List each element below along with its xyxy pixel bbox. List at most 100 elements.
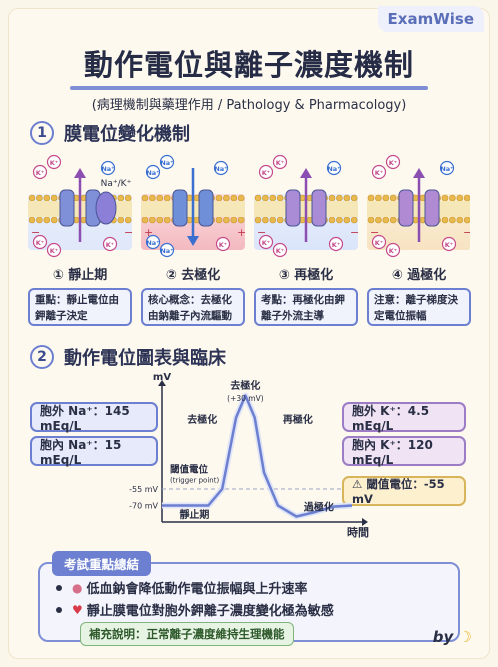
channel-left xyxy=(59,189,75,227)
action-potential-chart: mV時間-55 mV-70 mV去極化(+30 mV)去極化再極化閾值電位(tr… xyxy=(129,372,369,538)
ion-symbol: K⁺ xyxy=(36,239,44,247)
ion-symbol: K⁺ xyxy=(262,169,270,177)
k-ion-icon xyxy=(371,234,387,250)
lipid-head xyxy=(230,216,238,224)
by-text: by xyxy=(432,628,454,646)
membrane-panel-resting: Na⁺/K⁺K⁺K⁺Na⁺K⁺K⁺K⁺−− xyxy=(28,154,133,258)
lipid-head xyxy=(254,216,262,224)
arrow-head-up-icon xyxy=(300,168,312,178)
lipid-head xyxy=(276,194,284,202)
lipid-head xyxy=(382,216,390,224)
lipid-head xyxy=(43,194,51,202)
ion-symbol: Na⁺ xyxy=(327,165,340,173)
lipid-head xyxy=(336,194,343,202)
extracellular-na-box: 胞外 Na⁺：145 mEq/L xyxy=(30,402,158,433)
pump-label: Na⁺/K⁺ xyxy=(101,179,132,189)
na-ion-icon xyxy=(439,160,455,176)
lipid-head xyxy=(117,216,125,224)
rising-phase-label: 去極化 xyxy=(187,413,217,426)
lipid-head xyxy=(382,194,390,202)
ion-symbol: K⁺ xyxy=(219,241,227,249)
k-ion-icon xyxy=(215,236,231,252)
lipid-head xyxy=(343,216,351,224)
step-note-depolarization: 核心概念：去極化由鈉離子內流驅動 xyxy=(141,288,245,326)
lipid-head xyxy=(269,194,277,202)
ion-symbol: K⁺ xyxy=(50,247,58,255)
lipid-head xyxy=(149,216,156,224)
k-ion-icon xyxy=(258,164,274,180)
lipid-head xyxy=(328,194,336,202)
na-ion-icon xyxy=(100,160,116,176)
lipid-head xyxy=(343,194,351,202)
charge-sign: + xyxy=(237,226,246,239)
channel-left xyxy=(398,189,414,227)
k-ion-icon xyxy=(32,164,48,180)
hyperpolarization-label: 過極化 xyxy=(303,501,334,514)
channel-right xyxy=(424,189,440,227)
ion-symbol: K⁺ xyxy=(262,239,270,247)
lipid-head xyxy=(156,194,164,202)
by-signature: by ☽ xyxy=(433,628,472,646)
x-axis-label: 時間 xyxy=(347,525,369,538)
ion-symbol: K⁺ xyxy=(445,241,453,249)
lipid-head xyxy=(276,216,284,224)
ion-symbol: K⁺ xyxy=(106,241,114,249)
lipid-head xyxy=(223,194,230,202)
lipid-head xyxy=(328,216,336,224)
channel-right xyxy=(198,189,214,227)
y-tick-label: -70 mV xyxy=(129,502,158,511)
lipid-head xyxy=(254,194,262,202)
charge-sign: − xyxy=(31,226,40,239)
brand-badge: ExamWise xyxy=(377,6,484,32)
lipid-head xyxy=(389,194,397,202)
summary-item-1-text: 低血鈉會降低動作電位振幅與上升速率 xyxy=(86,582,308,597)
lipid-head xyxy=(350,216,358,224)
lipid-head xyxy=(449,216,456,224)
step-note-repolarization: 考點：再極化由鉀離子外流主導 xyxy=(254,288,358,326)
na-ion-icon xyxy=(145,164,161,180)
heart-icon: ♥ xyxy=(72,602,83,617)
k-ion-icon xyxy=(46,242,62,258)
peak-label: 去極化 xyxy=(230,379,260,392)
lipid-head xyxy=(441,194,449,202)
charge-sign: − xyxy=(463,226,470,239)
resting-phase-label: 靜止期 xyxy=(179,508,209,521)
step-label-resting: ① 靜止期 xyxy=(52,268,108,283)
peak-value-label: (+30 mV) xyxy=(227,394,264,403)
arrow-head-up-icon xyxy=(74,168,86,178)
ion-symbol: Na⁺ xyxy=(160,247,173,255)
ion-symbol: Na⁺ xyxy=(146,169,159,177)
ion-symbol: K⁺ xyxy=(375,239,383,247)
lipid-head xyxy=(223,216,230,224)
bullet-dot xyxy=(56,606,62,613)
ion-symbol: Na⁺ xyxy=(101,165,114,173)
section-1-number: 1 xyxy=(30,121,54,145)
lipid-head xyxy=(28,194,36,202)
lipid-head xyxy=(141,194,149,202)
lipid-head xyxy=(149,194,156,202)
membrane-panel-repolarization: K⁺K⁺Na⁺K⁺K⁺K⁺−− xyxy=(254,154,359,258)
lipid-head xyxy=(367,194,375,202)
charge-sign: + xyxy=(144,226,153,239)
charge-sign: − xyxy=(257,226,266,239)
lipid-head xyxy=(230,194,238,202)
k-ion-icon xyxy=(385,242,401,258)
ion-symbol: Na⁺ xyxy=(214,165,227,173)
section-2-number: 2 xyxy=(30,345,54,369)
k-ion-icon xyxy=(441,236,457,252)
lipid-head xyxy=(36,194,43,202)
arrow-head-up-icon xyxy=(413,168,425,178)
section-2-title: 動作電位圖表與臨床 xyxy=(64,348,226,369)
arrow-head-down-icon xyxy=(187,236,199,246)
lipid-head xyxy=(156,216,164,224)
na-ion-icon xyxy=(145,234,161,250)
na-ion-icon xyxy=(159,242,175,258)
page-card xyxy=(8,8,490,659)
y-axis-label: mV xyxy=(153,372,171,383)
lipid-head xyxy=(463,194,470,202)
ion-symbol: K⁺ xyxy=(389,159,397,167)
lipid-head xyxy=(375,194,382,202)
lipid-head xyxy=(262,216,269,224)
lipid-head xyxy=(124,216,132,224)
step-note-hyperpolarization: 注意：離子梯度決定電位振幅 xyxy=(367,288,471,326)
